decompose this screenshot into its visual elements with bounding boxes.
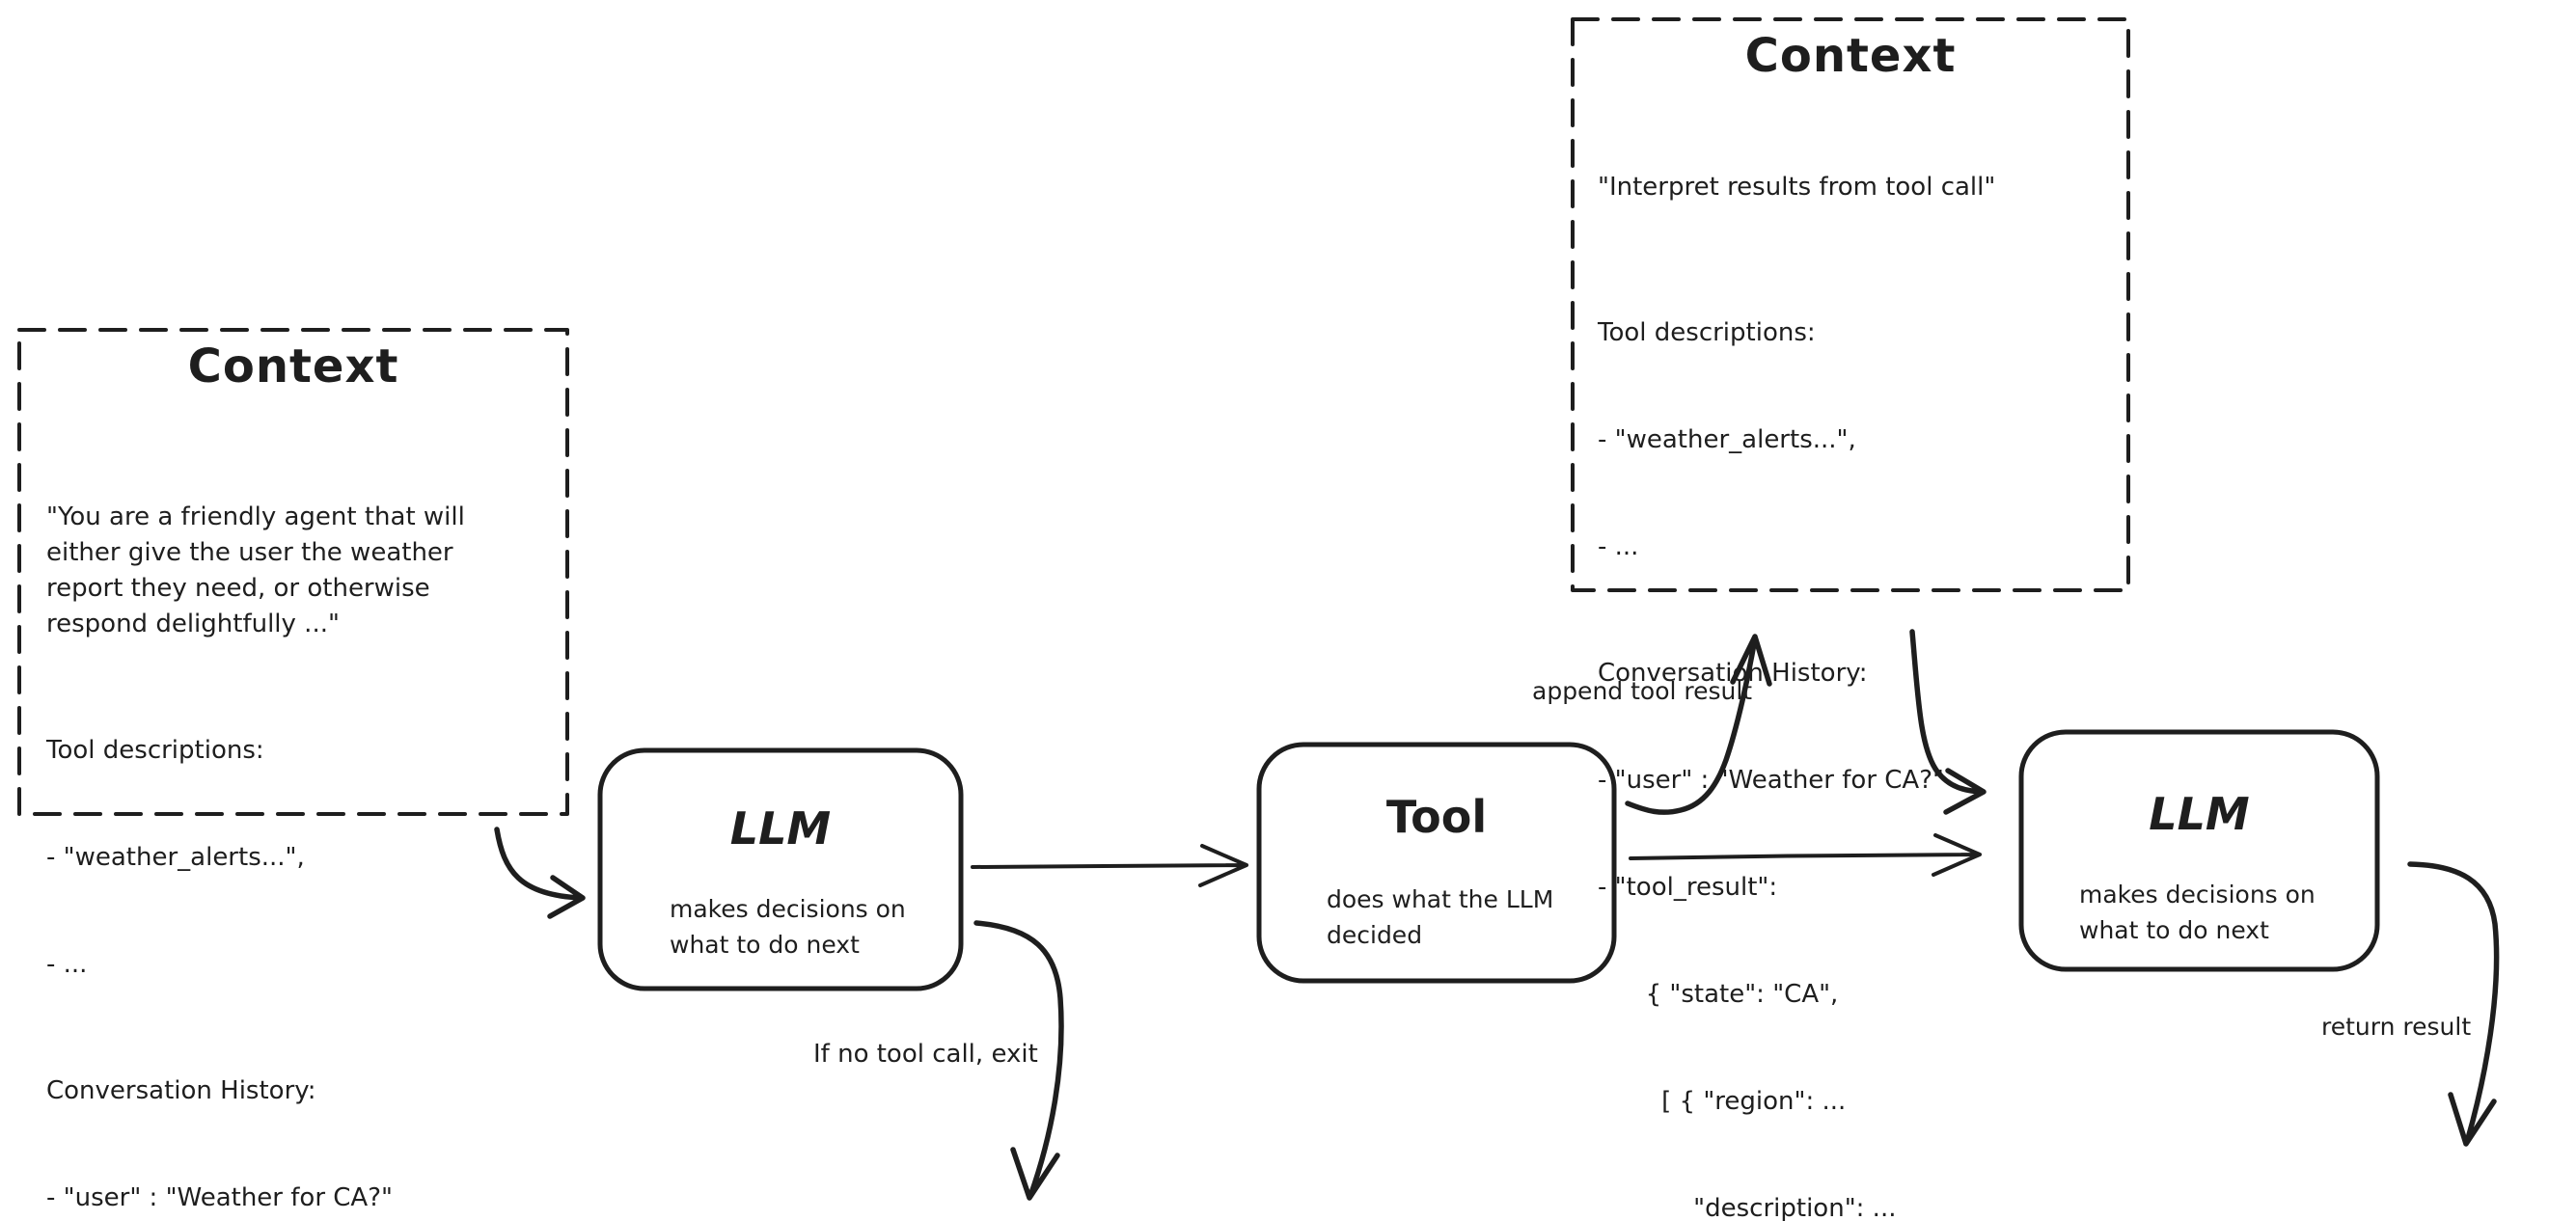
- append-tool-result-label: append tool result: [1532, 677, 1753, 705]
- context-left-tool-description-item: - ...: [46, 950, 88, 979]
- context-left-conversation-item: - "user" : "Weather for CA?": [46, 1183, 393, 1212]
- context-box-right: Context "Interpret results from tool cal…: [1571, 29, 2130, 1221]
- llm2-node-description: makes decisions on what to do next: [2079, 881, 2316, 944]
- context-left-system-prompt: "You are a friendly agent that will eith…: [46, 502, 465, 638]
- edge-tool-to-llm2: [1629, 833, 1982, 877]
- context-right-tool-description-item: - ...: [1598, 532, 1639, 561]
- llm2-node: LLM makes decisions on what to do next: [2019, 730, 2379, 948]
- context-right-conversation-label: Conversation History:: [1598, 659, 1868, 688]
- llm1-node: LLM makes decisions on what to do next: [598, 748, 963, 963]
- context-right-conversation-item: [ { "region": ...: [1598, 1087, 1847, 1116]
- llm1-node-description: makes decisions on what to do next: [670, 895, 906, 959]
- context-left-title: Context: [187, 339, 399, 393]
- context-right-conversation-item: "description": ...: [1598, 1194, 1897, 1221]
- edge-llm1-to-tool: [971, 844, 1248, 887]
- llm1-node-title: LLM: [729, 802, 832, 855]
- context-right-conversation-item: - "user" : "Weather for CA?": [1598, 766, 1944, 795]
- tool-node-outline: [1256, 742, 1617, 984]
- edge-tool-to-context-right: [1625, 634, 1772, 815]
- context-right-tool-descriptions-label: Tool descriptions:: [1598, 318, 1816, 347]
- return-result-label: return result: [2321, 1013, 2472, 1041]
- context-right-tool-description-item: - "weather_alerts...",: [1598, 425, 1856, 454]
- tool-node: Tool does what the LLM decided: [1257, 743, 1616, 953]
- context-left-tool-descriptions-label: Tool descriptions:: [46, 736, 264, 765]
- edge-context-right-to-llm2: [1909, 629, 1987, 815]
- context-right-conversation-item: - "tool_result":: [1598, 873, 1778, 902]
- context-box-left-outline: [17, 328, 569, 816]
- llm2-node-outline: [2018, 729, 2380, 972]
- edge-context-left-to-llm1: [494, 827, 586, 919]
- edge-llm1-exit: [973, 920, 1064, 1201]
- edge-llm2-return: [2407, 861, 2500, 1147]
- llm2-node-title: LLM: [2149, 788, 2250, 840]
- tool-node-title: Tool: [1385, 791, 1488, 843]
- context-box-left: Context "You are a friendly agent that w…: [17, 339, 569, 1221]
- context-right-title: Context: [1744, 29, 1957, 83]
- context-left-conversation-label: Conversation History:: [46, 1076, 316, 1105]
- if-no-tool-call-exit-label: If no tool call, exit: [813, 1040, 1038, 1069]
- llm1-node-outline: [597, 747, 964, 991]
- context-left-tool-description-item: - "weather_alerts...",: [46, 843, 305, 872]
- context-right-conversation-item: { "state": "CA",: [1598, 980, 1839, 1009]
- tool-node-description: does what the LLM decided: [1327, 885, 1554, 949]
- context-right-system-prompt: "Interpret results from tool call": [1598, 173, 1996, 202]
- context-box-right-outline: [1571, 17, 2130, 592]
